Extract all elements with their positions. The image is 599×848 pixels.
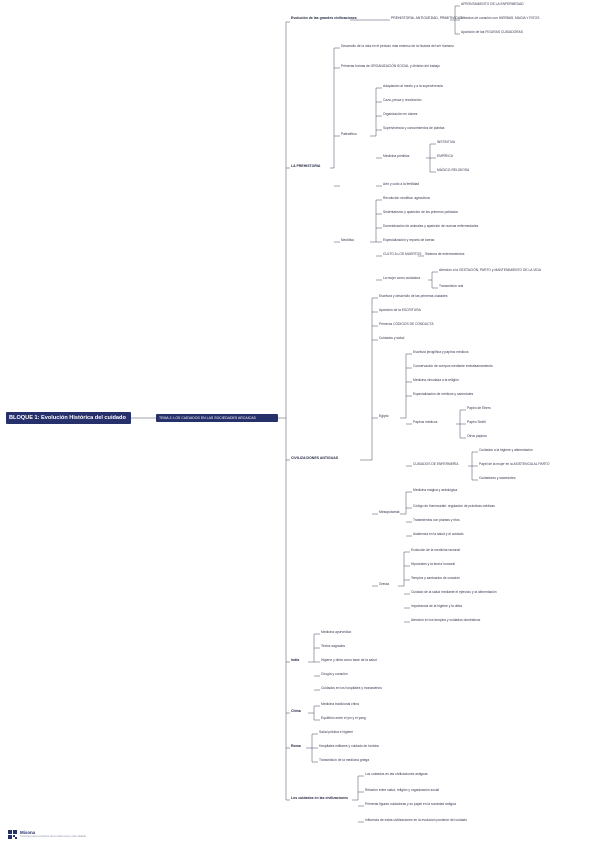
grecia-item[interactable]: Cuidado de la salud mediante el ejercici… — [411, 590, 497, 594]
india-item[interactable]: Medicina ayurvédica — [321, 630, 352, 634]
cuidados-item[interactable]: Papel de la mujer en la ASISTENCIA AL PA… — [479, 462, 550, 466]
civ-intro[interactable]: Cuidados y salud — [379, 336, 405, 340]
grecia-item[interactable]: Atención en los templos y cuidados domés… — [411, 618, 481, 622]
top-branch-label[interactable]: Evolución de las grandes civilizaciones — [291, 16, 357, 20]
qr-logo-icon — [8, 830, 17, 839]
india-item[interactable]: Higiene y dieta como base de la salud — [321, 658, 377, 662]
final-item[interactable]: Influencia de estas civilizaciones en la… — [365, 818, 468, 822]
india-item[interactable]: Cirugía y curación — [321, 672, 348, 676]
india-item[interactable]: Cuidados en los hospitales y monasterios — [321, 686, 382, 690]
china-item[interactable]: Equilibrio entre el yin y el yang — [321, 716, 366, 720]
grecia-item[interactable]: Hipócrates y la teoría humoral — [411, 562, 455, 566]
cuidados-item[interactable]: Cuidados a la higiene y alimentación — [479, 448, 533, 452]
grecia-item[interactable]: Evolución de la medicina racional — [411, 548, 460, 552]
neolitico-node[interactable]: Neolítico — [341, 238, 355, 242]
civ-intro[interactable]: Primeros CÓDIGOS DE CONDUCTA — [379, 322, 434, 326]
egipto-item[interactable]: Escritura jeroglífica y papiros médicos — [413, 350, 469, 354]
final-item[interactable]: Los cuidados en las civilizaciones antig… — [365, 772, 428, 776]
prehistoria-intro[interactable]: Primeras formas de ORGANIZACIÓN SOCIAL y… — [341, 64, 440, 68]
prehistoria-intro[interactable]: Desarrollo de la vida en el periodo más … — [341, 44, 454, 48]
paleolitico-item[interactable]: Adaptación al medio y a la supervivencia — [383, 84, 443, 88]
paleolitico-item[interactable]: Arte y culto a la fertilidad — [383, 182, 420, 186]
civ-intro[interactable]: Aparición de la ESCRITURA — [379, 308, 421, 312]
mesopotamia-node[interactable]: Mesopotamia — [379, 510, 400, 514]
neolitico-item[interactable]: Revolución neolítica: agricultura — [383, 196, 430, 200]
grecia-item[interactable]: Importancia de la higiene y la dieta — [411, 604, 462, 608]
india-node[interactable]: India — [291, 658, 300, 662]
roma-item[interactable]: Salud pública e higiene — [319, 730, 354, 734]
india-item[interactable]: Textos sagrados — [321, 644, 346, 648]
culto-muertos-node[interactable]: CULTO A LOS MUERTOS — [383, 252, 422, 256]
grecia-item[interactable]: Templos y santuarios de curación — [411, 576, 460, 580]
mesopotamia-item[interactable]: Medicina mágica y astrológica — [413, 488, 458, 492]
mesopotamia-item[interactable]: Tratamientos con plantas y ritos — [413, 518, 460, 522]
china-item[interactable]: Medicina tradicional china — [321, 702, 359, 706]
egipto-node[interactable]: Egipto — [379, 414, 389, 418]
paleolitico-item[interactable]: Supervivencia y conocimientos de plantas — [383, 126, 445, 130]
papiro-item[interactable]: Papiro Smith — [467, 420, 486, 424]
mujer-item[interactable]: Transmisión oral — [439, 284, 464, 288]
papiro-item[interactable]: Otros papiros — [467, 434, 487, 438]
roma-node[interactable]: Roma — [291, 744, 301, 748]
prehistoria-node[interactable]: LA PREHISTORIA — [291, 164, 321, 168]
papiro-item[interactable]: Papiro de Ebers — [467, 406, 491, 410]
medicina-primitiva-node[interactable]: Medicina primitiva — [383, 154, 410, 158]
neolitico-item[interactable]: Sedentarismo y aparición de los primeros… — [383, 210, 458, 214]
civ-intro[interactable]: Escritura y desarrollo de las primeras c… — [379, 294, 448, 298]
paleolitico-item[interactable]: Organización en clanes — [383, 112, 418, 116]
neolitico-item[interactable]: Domesticación de animales y aparición de… — [383, 224, 479, 228]
footer-brand: Mixona — [20, 830, 36, 835]
cuidados-item[interactable]: Cuidadores y sacerdotes — [479, 476, 516, 480]
final-item[interactable]: Primeras figuras cuidadoras y su papel e… — [365, 802, 456, 806]
mujer-cuidadora-node[interactable]: La mujer como cuidadora — [383, 276, 421, 280]
mesopotamia-item[interactable]: Código de Hammurabi: regulación de práct… — [413, 504, 495, 508]
final-item[interactable]: Relación entre salud, religión y organiz… — [365, 788, 440, 792]
top-item[interactable]: Métodos de curación con HIERBAS, MAGIA Y… — [461, 16, 540, 20]
final-node[interactable]: Los cuidados en las civilizaciones — [291, 796, 348, 800]
medicina-item[interactable]: MÁGICO-RELIGIOSA — [437, 168, 470, 172]
egipto-item[interactable]: Especialización de médicos y sacerdotes — [413, 392, 474, 396]
mesopotamia-item[interactable]: Asistencia en la salud y el cuidado — [413, 532, 464, 536]
top-branch-mid[interactable]: PREHISTORIA, ANTIGÜEDAD, PRIMITIVIDAD — [391, 16, 463, 20]
cuidados-enfermeria-node[interactable]: CUIDADOS DE ENFERMERÍA — [413, 462, 459, 466]
top-item[interactable]: AFRONTAMIENTO DE LA ENFERMEDAD — [461, 2, 524, 6]
top-item[interactable]: Aparición de las FIGURAS CUIDADORAS — [461, 30, 523, 34]
mujer-item[interactable]: Atención a la GESTACIÓN, PARTO y MANTENI… — [439, 268, 541, 272]
roma-item[interactable]: Hospitales militares y cuidado de herido… — [319, 744, 379, 748]
medicina-item[interactable]: EMPÍRICA — [437, 154, 453, 158]
neolitico-item[interactable]: Especialización y reparto de tareas — [383, 238, 435, 242]
medicina-item[interactable]: INSTINTIVA — [437, 140, 455, 144]
papiros-node[interactable]: Papiros médicos — [413, 420, 438, 424]
china-node[interactable]: China — [291, 709, 301, 713]
tema-node[interactable]: TEMA 2: LOS CUIDADOS EN LAS SOCIEDADES A… — [156, 414, 278, 422]
footer-tagline: Técnicas para la historia de la enfermer… — [20, 835, 87, 838]
roma-item[interactable]: Transmisión de la medicina griega — [319, 758, 370, 762]
civilizaciones-node[interactable]: CIVILIZACIONES ANTIGUAS — [291, 456, 339, 460]
culto-item[interactable]: Sistema de enterramientos — [425, 252, 465, 256]
grecia-node[interactable]: Grecia — [379, 582, 389, 586]
egipto-item[interactable]: Medicina vinculada a la religión — [413, 378, 459, 382]
paleolitico-item[interactable]: Caza, pesca y recolección — [383, 98, 422, 102]
paleolitico-node[interactable]: Paleolítico — [341, 132, 357, 136]
egipto-item[interactable]: Conservación de cuerpos mediante embalsa… — [413, 364, 493, 368]
root-node[interactable]: BLOQUE 1: Evolución Histórica del cuidad… — [6, 412, 131, 424]
